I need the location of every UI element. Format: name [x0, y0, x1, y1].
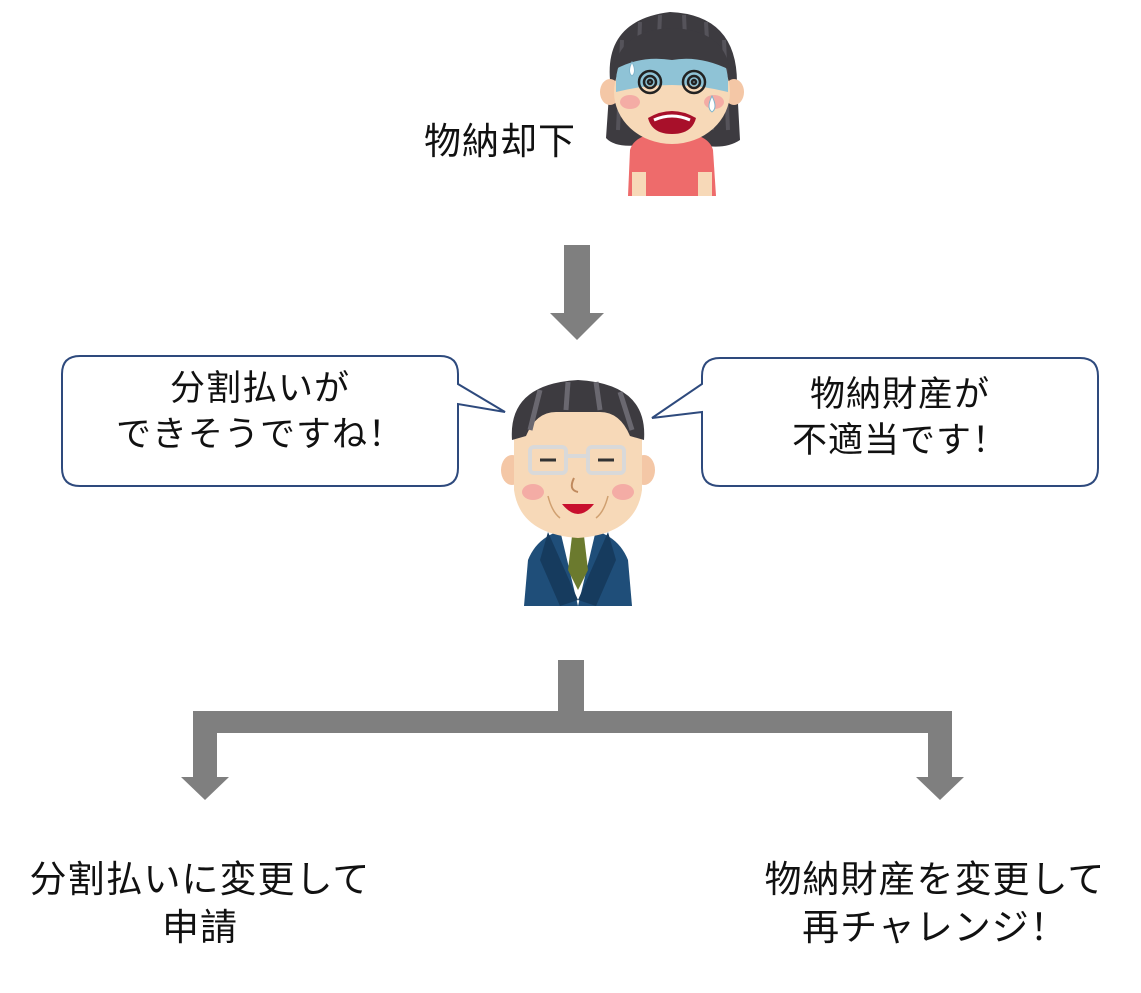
left-bubble-line-2: できそうですね！ — [115, 415, 404, 455]
right-bubble-line-1: 物納財産が — [809, 375, 990, 415]
left-bubble-text: 分割払いが できそうですね！ — [62, 366, 458, 458]
right-outcome-line-2: 再チャレンジ！ — [802, 906, 1068, 949]
top-label: 物納却下 — [424, 120, 576, 163]
worried-woman-icon — [600, 12, 744, 196]
right-speech-bubble — [651, 357, 1099, 487]
right-bubble-line-2: 不適当です！ — [791, 421, 1008, 461]
left-outcome-line-2: 申請 — [162, 906, 238, 949]
right-bubble-text: 物納財産が 不適当です！ — [702, 372, 1098, 464]
right-outcome-line-1: 物納財産を変更して — [764, 858, 1106, 901]
left-speech-bubble — [61, 355, 506, 487]
arrow-down-top — [550, 245, 604, 340]
left-outcome: 分割払いに変更して 申請 — [10, 856, 390, 952]
left-bubble-line-1: 分割払いが — [169, 369, 350, 409]
right-outcome: 物納財産を変更して 再チャレンジ！ — [740, 856, 1130, 952]
left-outcome-line-1: 分割払いに変更して — [29, 858, 371, 901]
branch-connector — [181, 660, 964, 800]
smiling-advisor-icon — [501, 380, 655, 606]
